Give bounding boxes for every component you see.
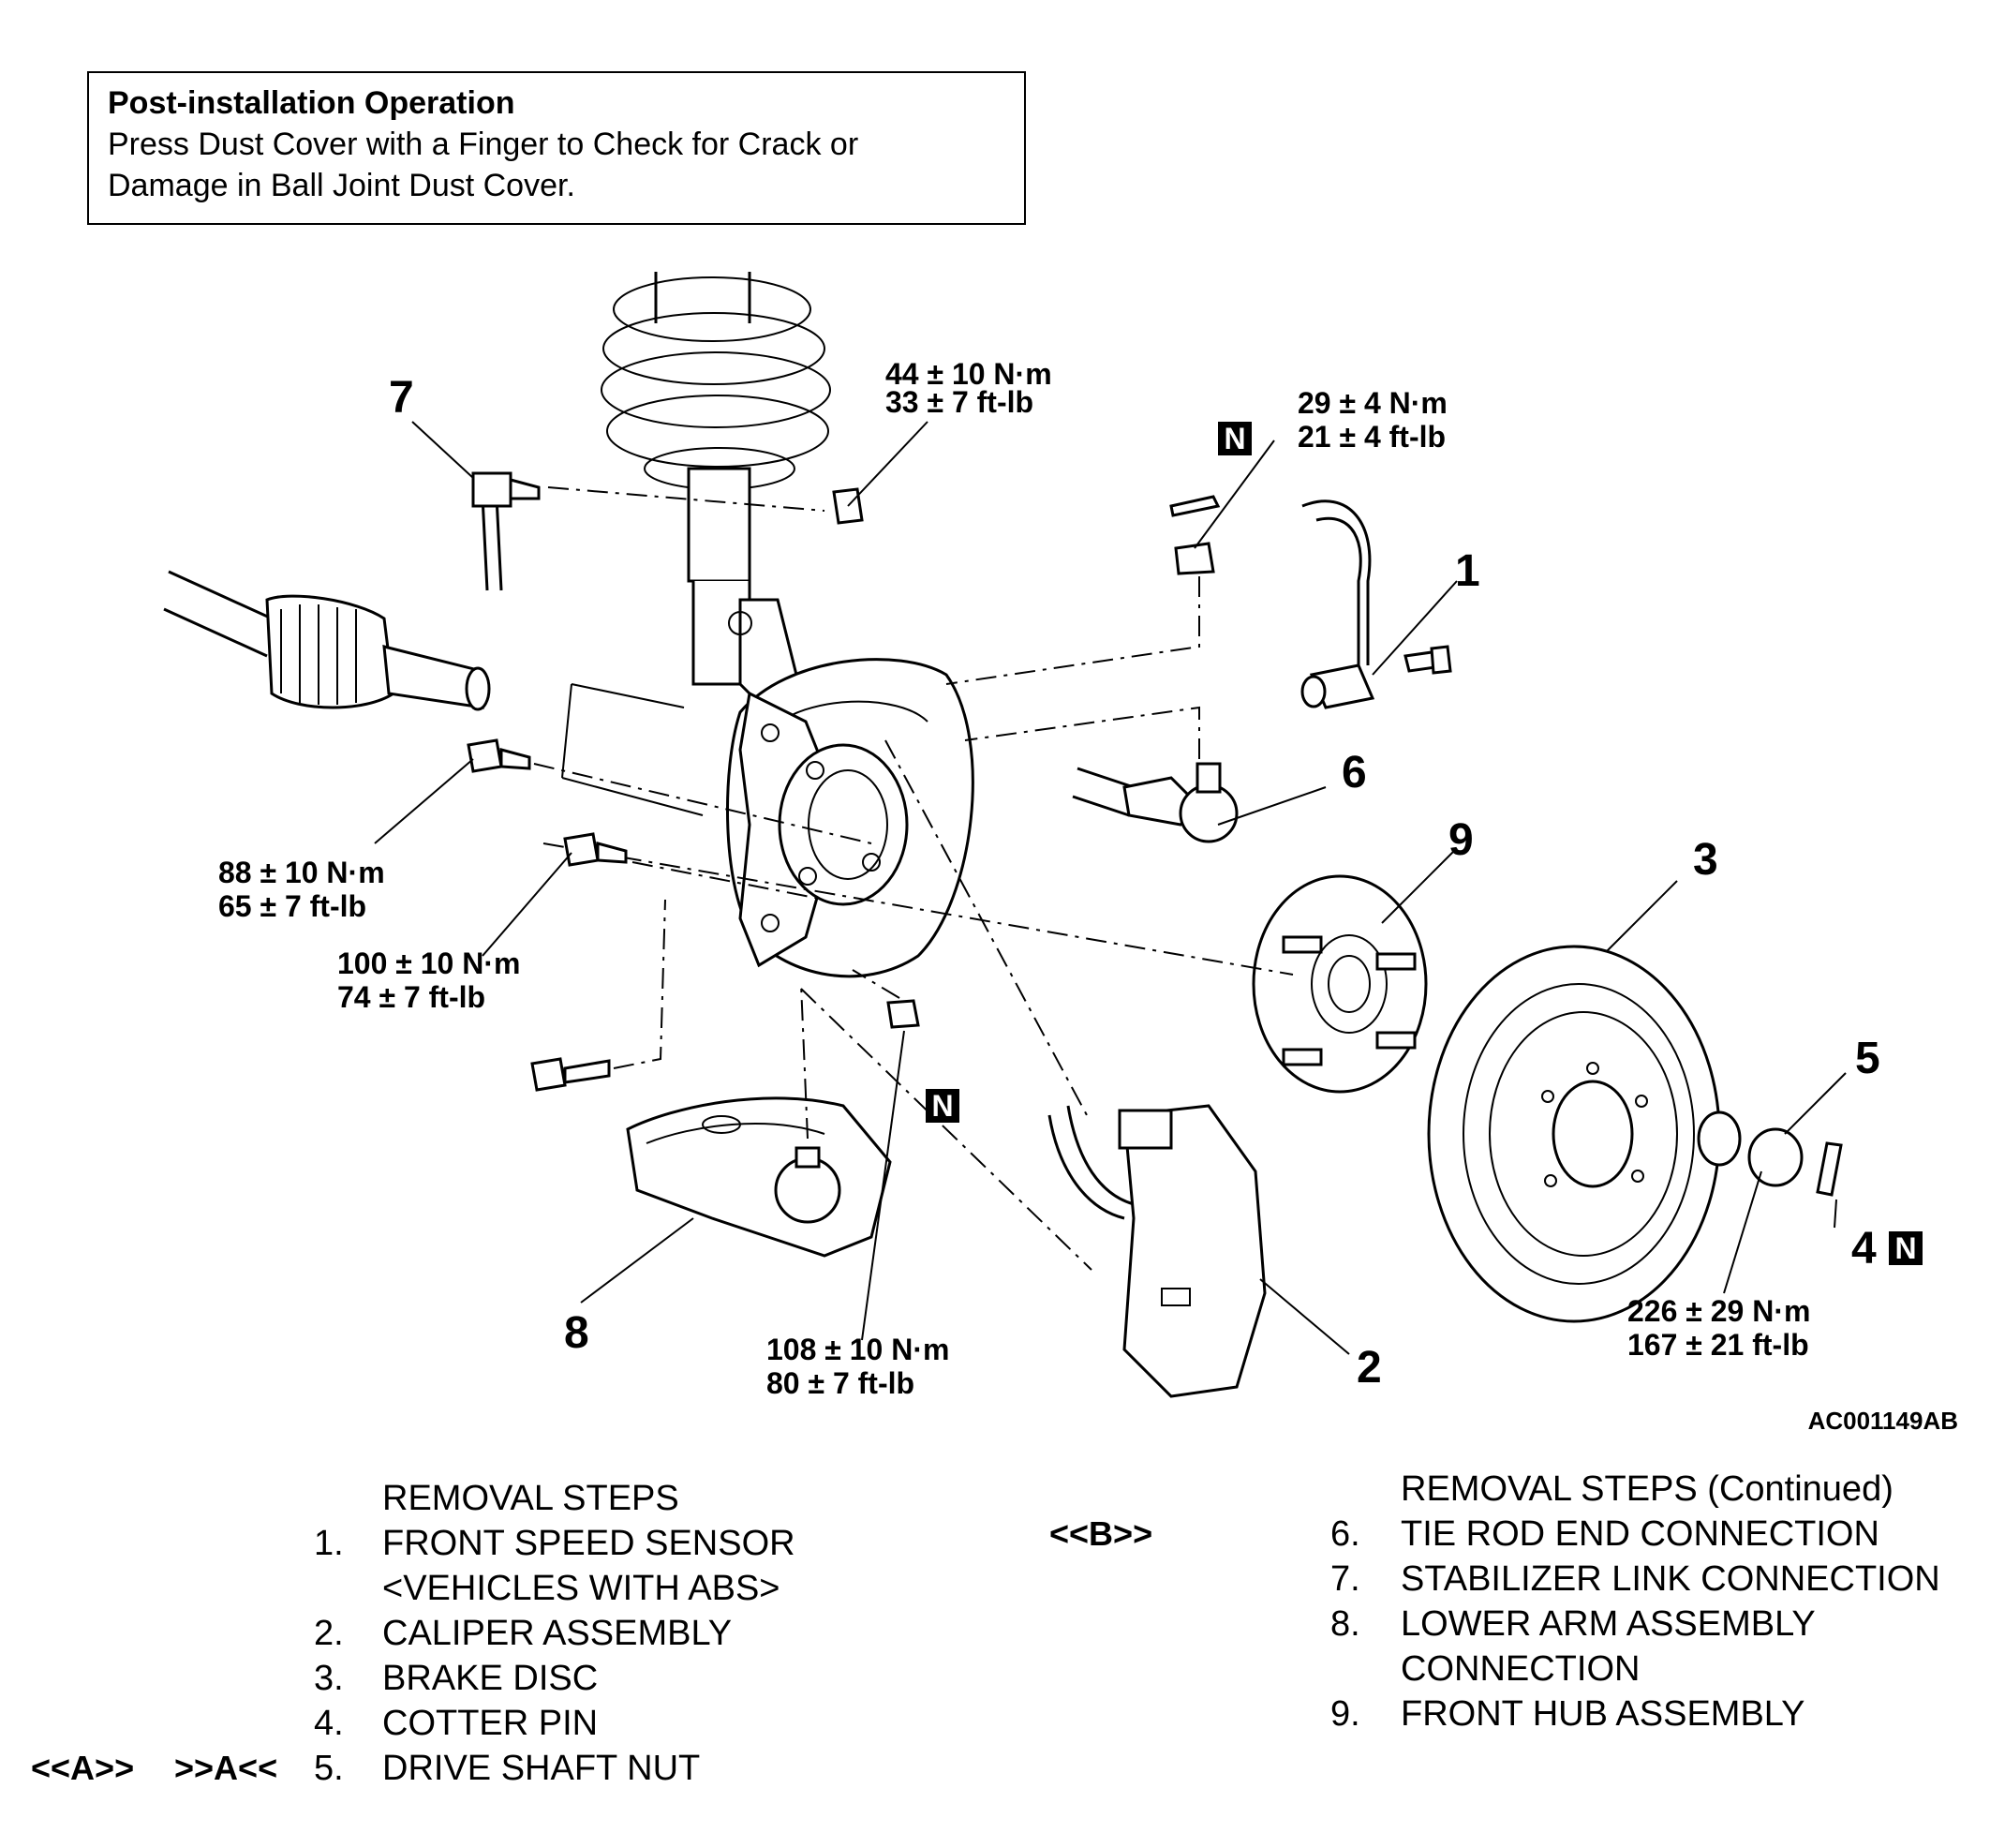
steering-knuckle-dust-shield xyxy=(561,658,974,978)
torque-88-ftlb: 65 ± 7 ft-lb xyxy=(218,889,366,923)
step-1-text: FRONT SPEED SENSOR xyxy=(382,1524,795,1563)
torque-88-nm: 88 ± 10 N·m xyxy=(218,856,385,889)
torque-100-nm: 100 ± 10 N·m xyxy=(337,946,520,980)
note-title: Post-installation Operation xyxy=(108,85,515,121)
torque-100-ftlb: 74 ± 7 ft-lb xyxy=(337,980,485,1014)
step-7-number: 7. xyxy=(1330,1559,1360,1599)
step-8-number: 8. xyxy=(1330,1604,1360,1644)
callout-2: 2 xyxy=(1357,1343,1382,1393)
torque-29-nm: 29 ± 4 N·m xyxy=(1298,386,1448,420)
strut-spring-assembly xyxy=(601,272,831,715)
leader-lines xyxy=(374,421,1847,1355)
torque-108-nm: 108 ± 10 N·m xyxy=(766,1333,949,1366)
svg-text:N: N xyxy=(1224,422,1245,455)
drive-shaft xyxy=(163,570,491,711)
step-2-text: CALIPER ASSEMBLY xyxy=(382,1614,733,1653)
stabilizer-link xyxy=(471,471,864,591)
callout-9: 9 xyxy=(1448,815,1474,865)
caliper-assembly xyxy=(800,739,1267,1398)
callout-3: 3 xyxy=(1693,835,1718,885)
step-4-number: 4. xyxy=(314,1704,344,1743)
step-5-removal-mark: <<A>> xyxy=(31,1749,135,1787)
step-8-text: LOWER ARM ASSEMBLY xyxy=(1401,1604,1816,1644)
torque-226-ftlb: 167 ± 21 ft-lb xyxy=(1627,1328,1809,1362)
callout-7: 7 xyxy=(389,373,414,423)
step-1-text-cont: <VEHICLES WITH ABS> xyxy=(382,1569,780,1608)
speed-sensor xyxy=(1300,499,1452,709)
drive-shaft-nut-set xyxy=(1697,1110,1843,1197)
callout-6: 6 xyxy=(1342,748,1367,797)
torque-44-nm: 44 ± 10 N·m xyxy=(885,357,1052,391)
new-part-marker-1: N xyxy=(1218,422,1252,455)
note-line-1: Press Dust Cover with a Finger to Check … xyxy=(108,127,859,162)
svg-text:N: N xyxy=(1894,1231,1916,1265)
step-1-number: 1. xyxy=(314,1524,344,1563)
step-3-text: BRAKE DISC xyxy=(382,1659,599,1698)
step-9-number: 9. xyxy=(1330,1694,1360,1734)
post-installation-note: Post-installation Operation Press Dust C… xyxy=(87,71,1026,225)
callout-5: 5 xyxy=(1855,1034,1880,1083)
step-8-text-cont: CONNECTION xyxy=(1401,1649,1641,1689)
note-line-2: Damage in Ball Joint Dust Cover. xyxy=(108,168,575,203)
step-4-text: COTTER PIN xyxy=(382,1704,599,1743)
knuckle-bolts xyxy=(467,738,920,1092)
torque-226-nm: 226 ± 29 N·m xyxy=(1627,1294,1810,1328)
step-6-number: 6. xyxy=(1330,1514,1360,1554)
figure-code: AC001149AB xyxy=(1808,1407,1958,1435)
step-5-number: 5. xyxy=(314,1749,344,1788)
front-hub-assembly xyxy=(542,842,1428,1094)
tie-rod-castle-nut xyxy=(945,495,1221,685)
step-5-text: DRIVE SHAFT NUT xyxy=(382,1749,701,1788)
tie-rod-end xyxy=(964,706,1239,843)
step-6-text: TIE ROD END CONNECTION xyxy=(1401,1514,1879,1554)
svg-text:N: N xyxy=(931,1089,953,1123)
lower-arm-assembly xyxy=(626,983,892,1258)
steps-right-header: REMOVAL STEPS (Continued) xyxy=(1401,1469,1893,1509)
torque-44-ftlb: 33 ± 7 ft-lb xyxy=(885,385,1033,419)
callout-1: 1 xyxy=(1455,546,1480,596)
torque-108-ftlb: 80 ± 7 ft-lb xyxy=(766,1366,914,1400)
callout-4: 4 xyxy=(1851,1224,1877,1274)
torque-29-ftlb: 21 ± 4 ft-lb xyxy=(1298,420,1446,454)
step-2-number: 2. xyxy=(314,1614,344,1653)
new-part-marker-2: N xyxy=(926,1089,959,1123)
step-7-text: STABILIZER LINK CONNECTION xyxy=(1401,1559,1940,1599)
new-part-marker-3: N xyxy=(1889,1231,1923,1265)
step-3-number: 3. xyxy=(314,1659,344,1698)
step-6-removal-mark: <<B>> xyxy=(1049,1514,1153,1553)
step-5-install-mark: >>A<< xyxy=(174,1749,278,1787)
brake-disc xyxy=(1427,945,1721,1323)
callout-8: 8 xyxy=(564,1308,589,1358)
steps-left-header: REMOVAL STEPS xyxy=(382,1479,679,1518)
step-9-text: FRONT HUB ASSEMBLY xyxy=(1401,1694,1805,1734)
